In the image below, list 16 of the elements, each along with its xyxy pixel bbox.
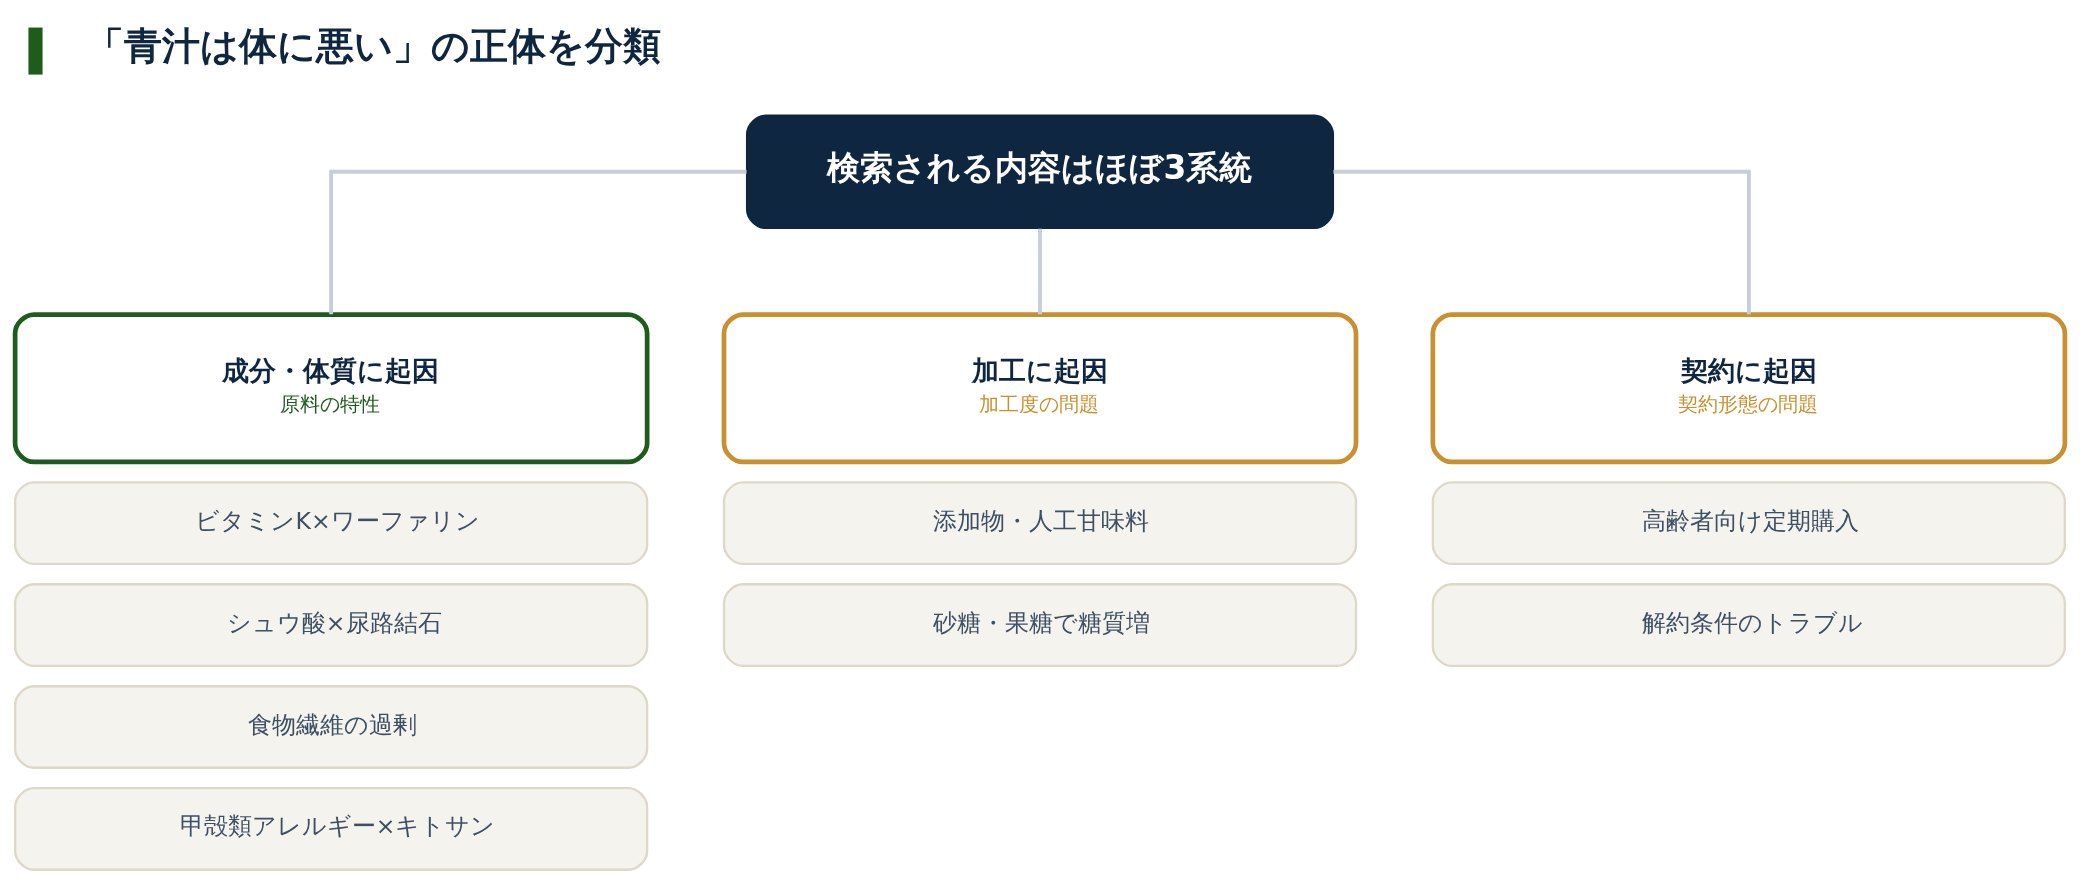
node-box: 検索される内容はほぼ3系統 [745, 114, 1335, 229]
connector [1333, 169, 1751, 314]
node-box: 成分・体質に起因 原料の特性 [12, 311, 650, 464]
node-box: 食物繊維の過剰 [13, 684, 649, 769]
diagram-title: 「青汁は体に悪い」の正体を分類 [86, 23, 662, 68]
node-box: 砂糖・果糖で糖質増 [722, 582, 1358, 667]
node-box: 高齢者向け定期購入 [1431, 480, 2067, 565]
node-box: ビタミンK×ワーファリン [13, 480, 649, 565]
node-box: 添加物・人工甘味料 [722, 480, 1358, 565]
node-box: 解約条件のトラブル [1431, 582, 2067, 667]
node-box: 加工に起因 加工度の問題 [721, 311, 1359, 464]
node-box: 契約に起因 契約形態の問題 [1430, 311, 2068, 464]
node-box: 甲殻類アレルギー×キトサン [13, 786, 649, 871]
connector [1038, 228, 1042, 314]
node-box: シュウ酸×尿路結石 [13, 582, 649, 667]
connector [329, 169, 747, 314]
